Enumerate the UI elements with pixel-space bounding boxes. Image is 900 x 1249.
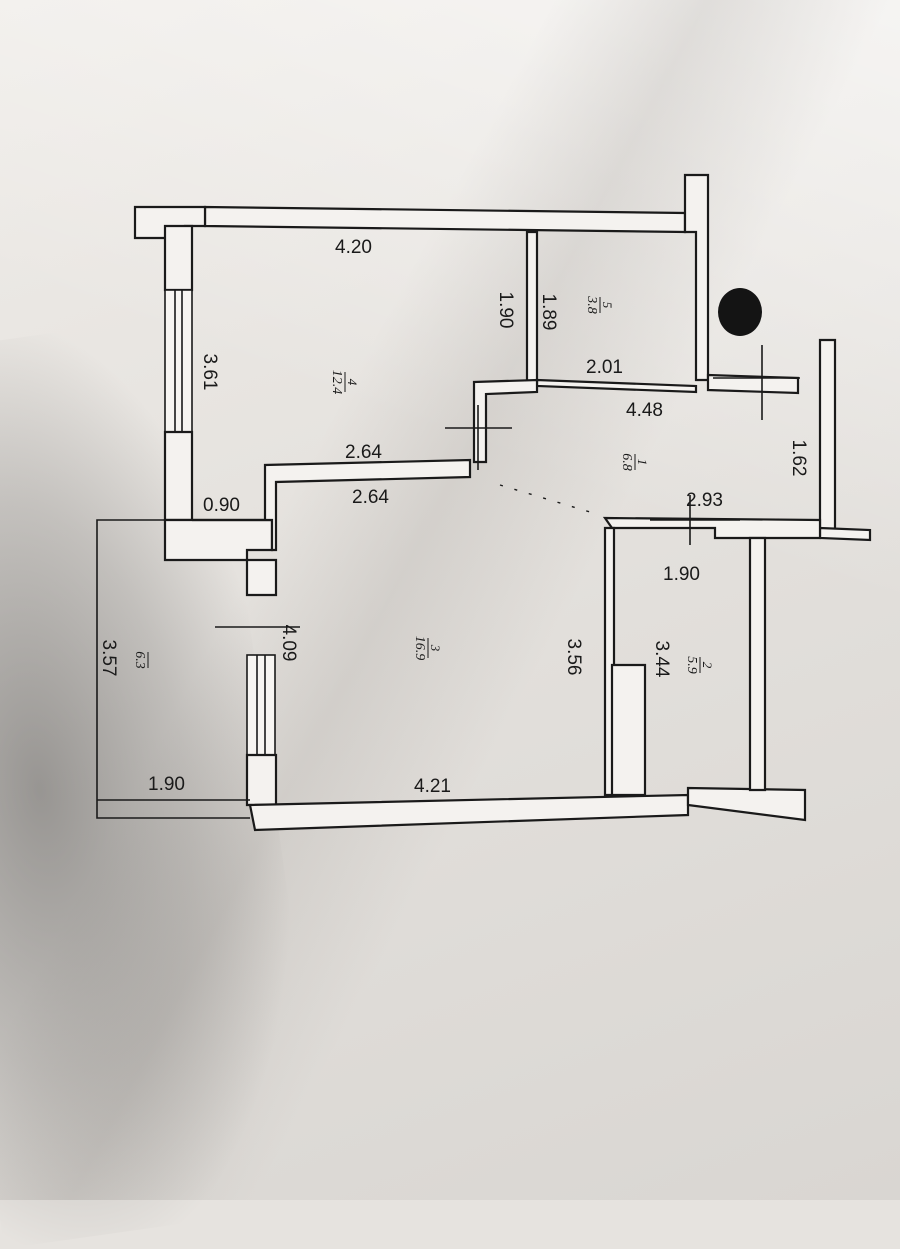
dim-room4-width: 4.20: [335, 237, 372, 258]
svg-text:5.9: 5.9: [684, 656, 699, 674]
room-label-5: 5 3.8: [584, 295, 615, 314]
wall-hall-top-right: [706, 373, 800, 395]
dim-room2-left: 3.44: [651, 641, 672, 678]
svg-text:12.4: 12.4: [329, 370, 344, 395]
room-label-1: 1 6.8: [619, 453, 650, 471]
dim-balcony-left: 3.57: [98, 640, 119, 677]
dim-hall-top: 4.48: [626, 400, 663, 421]
room-labels: 1 6.8 2 5.9 3 16.9 4 12.4 5 3.8 6.3: [132, 295, 715, 674]
dimension-labels: 4.20 3.61 1.90 1.89 2.01 4.48 1.62 2.93 …: [98, 237, 809, 797]
svg-text:6.8: 6.8: [619, 453, 634, 471]
wall-right-upper: [683, 173, 710, 382]
dim-room4-height: 3.61: [199, 354, 220, 391]
balcony-door: [246, 654, 276, 756]
dim-room4-right: 1.90: [495, 292, 516, 329]
svg-text:5: 5: [600, 302, 615, 309]
opening-marks: [215, 345, 800, 628]
svg-text:16.9: 16.9: [412, 636, 427, 661]
wall-right: [818, 338, 837, 532]
dim-hall-right: 1.62: [788, 440, 809, 477]
dim-room3-top: 2.64: [352, 487, 389, 508]
wall-partition-4-3: [192, 458, 472, 552]
wall-room3-left-bottom: [245, 753, 278, 807]
wall-room2-right: [748, 536, 767, 792]
svg-text:2: 2: [700, 662, 715, 669]
room-label-3: 3 16.9: [412, 636, 443, 661]
dim-room3-left: 4.09: [278, 625, 299, 662]
dim-room3-right: 3.56: [563, 639, 584, 676]
wall-top: [203, 205, 687, 234]
svg-text:1: 1: [635, 459, 650, 466]
wall-bottom-right: [686, 786, 807, 822]
dim-room3-bottom: 4.21: [414, 776, 451, 797]
wall-notch: [163, 518, 274, 562]
svg-text:3: 3: [428, 644, 443, 652]
svg-text:6.3: 6.3: [132, 651, 147, 669]
room-label-2: 2 5.9: [684, 656, 715, 674]
wall-room3-left-top: [245, 558, 278, 597]
wall-right-stub: [818, 526, 872, 542]
wall-room2-top: [602, 516, 822, 540]
wall-bottom: [248, 793, 690, 832]
dim-notch: 0.90: [203, 495, 240, 516]
room-label-4: 4 12.4: [329, 370, 360, 395]
dim-hall-bottom: 2.93: [686, 490, 723, 511]
dim-room2-top: 1.90: [663, 564, 700, 585]
svg-text:4: 4: [345, 379, 360, 386]
wall-room5-bottom: [535, 378, 698, 394]
window-left: [164, 289, 193, 433]
dim-room5-bottom: 2.01: [586, 357, 623, 378]
balcony-outline: [96, 519, 250, 819]
walls: [133, 173, 872, 832]
svg-text:3.8: 3.8: [584, 295, 599, 314]
wall-room2-block: [610, 663, 647, 797]
room-label-balcony: 6.3: [132, 651, 149, 669]
dim-balcony-bottom: 1.90: [148, 774, 185, 795]
wall-room5-left: [525, 230, 539, 384]
wall-left-top: [163, 224, 194, 292]
wall-left-mid: [163, 430, 194, 522]
wall-hall-left: [472, 378, 539, 464]
ink-blot: [718, 288, 762, 336]
dim-room4-bottom: 2.64: [345, 442, 382, 463]
dim-room5-left: 1.89: [538, 294, 559, 331]
floor-plan: 4.20 3.61 1.90 1.89 2.01 4.48 1.62 2.93 …: [96, 173, 872, 832]
